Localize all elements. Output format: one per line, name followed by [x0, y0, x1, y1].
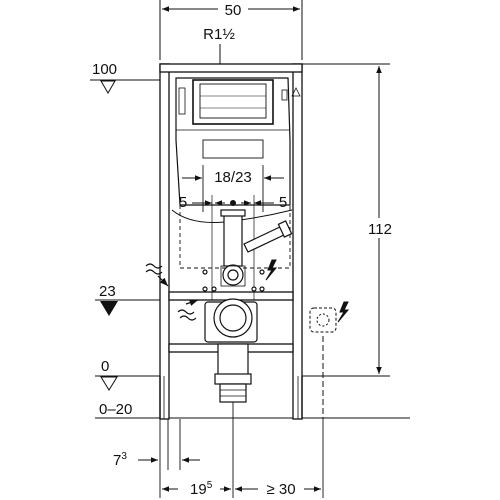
flush-pipe — [202, 209, 293, 292]
bottom-left-dim-label: 73 — [113, 451, 127, 469]
bottom-mid-dim-label: 195 — [190, 480, 213, 498]
level-mark-top: 100 — [90, 61, 165, 94]
level-mid-label: 23 — [99, 283, 116, 300]
level-floor-label: 0 — [101, 358, 109, 375]
height-label: 112 — [368, 221, 392, 238]
pipe-thread-label: R1½ — [203, 26, 235, 43]
waste-water-icon — [177, 299, 199, 321]
bottom-dimensions: 73 195 ≥ 30 — [113, 402, 324, 498]
width-top-label: 50 — [225, 2, 242, 19]
height-dimension: 112 — [302, 63, 394, 377]
bottom-right-dim-label: ≥ 30 — [266, 481, 295, 498]
top-width-dimension: 50 — [159, 0, 303, 60]
water-supply-icon — [145, 263, 169, 287]
mounting-frame — [159, 63, 303, 420]
flush-spacing-label: 18/23 — [214, 169, 252, 186]
cistern — [171, 77, 301, 269]
level-floor-range-label: 0–20 — [99, 401, 132, 418]
bolt-offset-left-label: 5 — [179, 194, 187, 211]
level-top-label: 100 — [92, 61, 117, 78]
electrical-box — [309, 307, 337, 419]
flush-spacing-dimension: 18/23 — [182, 165, 284, 212]
level-mark-floor: 0 0–20 — [95, 358, 410, 419]
bolt-offset-right-label: 5 — [279, 194, 287, 211]
waste-outlet — [204, 298, 258, 403]
electrical-supply-icon — [265, 259, 350, 323]
